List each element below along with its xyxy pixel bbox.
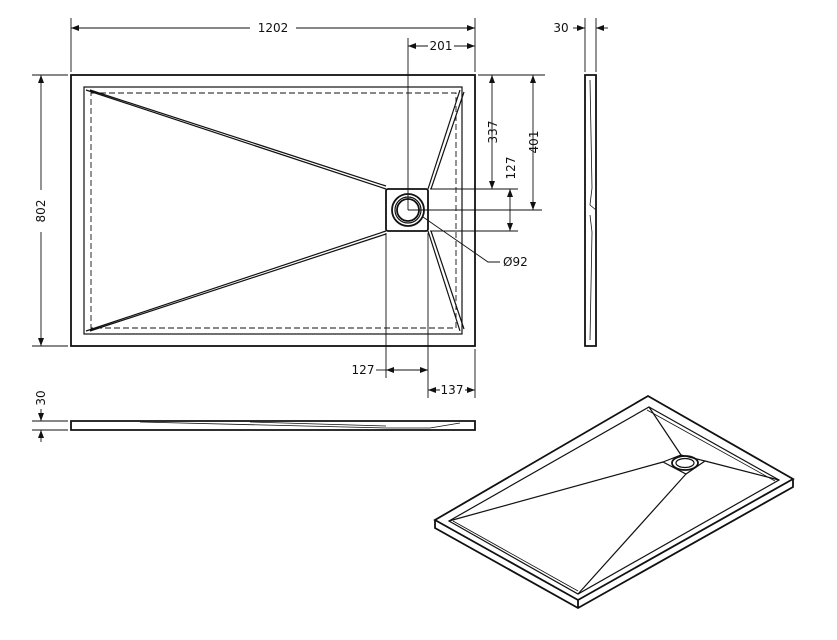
top-view [70, 74, 476, 347]
svg-text:1202: 1202 [258, 21, 289, 35]
svg-text:30: 30 [34, 390, 48, 405]
svg-text:Ø92: Ø92 [503, 255, 528, 269]
tray-dashed-edge [90, 92, 457, 329]
svg-text:127: 127 [504, 157, 518, 180]
dim-drain-center-y: 401 [527, 75, 541, 210]
iso-drain-square [661, 454, 707, 475]
dim-drain-offset-y: 337 [408, 74, 545, 232]
dim-drain-diameter: Ø92 [422, 216, 528, 269]
svg-text:201: 201 [430, 39, 453, 53]
dim-drain-square: 127 [504, 157, 518, 231]
isometric-view [433, 394, 795, 610]
iso-slope-lines [448, 406, 780, 595]
dim-overall-length: 1202 [71, 18, 475, 72]
iso-drain-ring [671, 455, 699, 471]
svg-text:337: 337 [486, 121, 500, 144]
side-view: 30 [553, 18, 608, 347]
tray-inner-rim [83, 86, 463, 335]
svg-text:137: 137 [441, 383, 464, 397]
dim-overall-width: 802 [32, 75, 68, 346]
slope-lines [85, 89, 465, 332]
svg-text:30: 30 [553, 21, 568, 35]
svg-text:802: 802 [34, 200, 48, 223]
dim-drain-square-bottom: 127 [352, 233, 476, 398]
svg-text:127: 127 [352, 363, 375, 377]
dim-drain-edge-offset: 137 [428, 383, 475, 397]
front-view: 30 [32, 390, 476, 442]
svg-text:401: 401 [527, 131, 541, 154]
dim-drain-offset-x: 201 [408, 38, 475, 210]
tray-outline [70, 74, 476, 347]
